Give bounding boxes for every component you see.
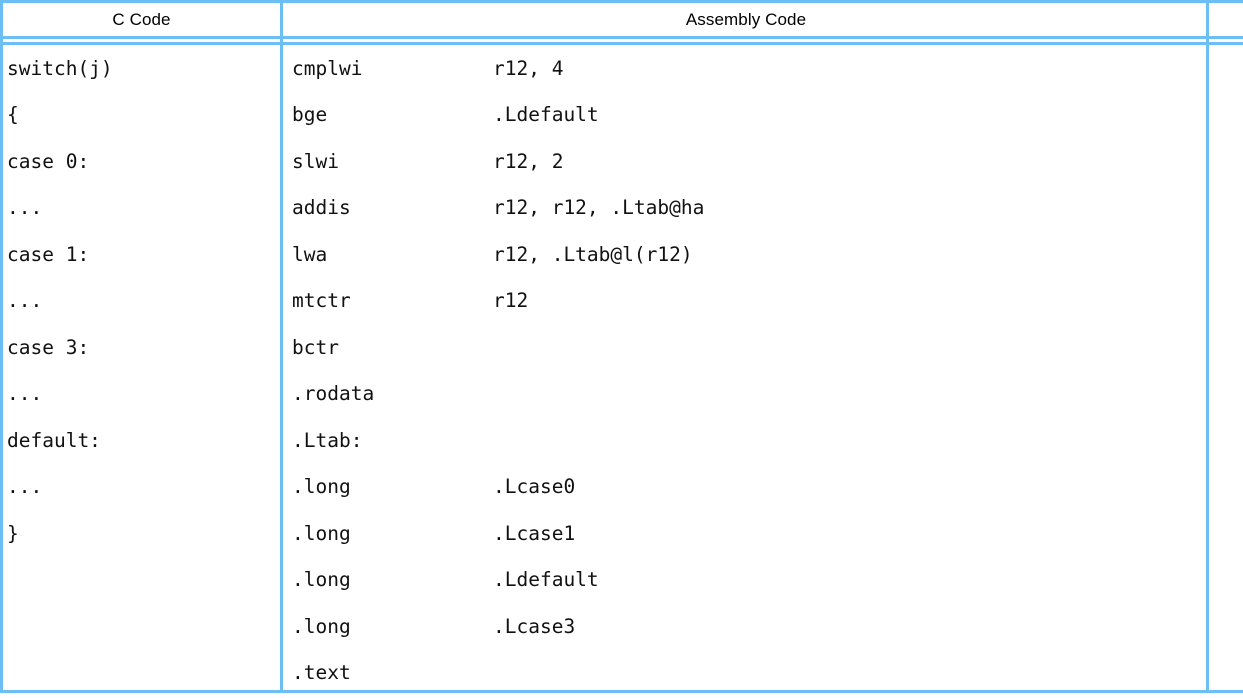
c-code-cell: ...: [7, 196, 43, 219]
c-code-cell: case 1:: [7, 242, 90, 266]
assembly-mnemonic: mtctr: [292, 289, 351, 312]
c-code-cell: {: [7, 103, 19, 126]
header-separator-line-lower: [0, 42, 1243, 45]
assembly-mnemonic: bctr: [292, 335, 339, 359]
assembly-mnemonic: .long: [292, 614, 351, 638]
assembly-mnemonic: .long: [292, 475, 351, 498]
c-code-cell: ...: [7, 475, 43, 498]
assembly-code-cell: lwa r12, .Ltab@l(r12): [283, 242, 1209, 266]
assembly-operand: r12, 2: [493, 149, 564, 173]
table-row: switch(j) cmplwi r12, 4: [0, 45, 1243, 92]
assembly-mnemonic: .rodata: [292, 382, 375, 405]
c-code-cell: case 3:: [7, 335, 90, 359]
c-code-cell: ...: [7, 289, 43, 312]
assembly-code-cell: .Ltab:: [283, 428, 1209, 452]
table-left-border: [0, 0, 3, 693]
c-code-cell: }: [7, 521, 19, 545]
table-row: case 1: lwa r12, .Ltab@l(r12): [0, 231, 1243, 278]
assembly-operand: .Lcase1: [493, 521, 576, 545]
table-row: ... .rodata: [0, 371, 1243, 418]
assembly-mnemonic: lwa: [292, 242, 328, 266]
assembly-operand: r12, 4: [493, 56, 564, 80]
c-code-cell: case 0:: [7, 149, 90, 173]
assembly-operand: .Lcase0: [493, 475, 576, 498]
assembly-operand: r12, r12, .Ltab@ha: [493, 196, 705, 219]
assembly-code-cell: .text: [283, 663, 1209, 683]
assembly-mnemonic: .text: [292, 661, 351, 684]
table-row: case 3: bctr: [0, 324, 1243, 371]
table-row: case 0: slwi r12, 2: [0, 138, 1243, 185]
assembly-mnemonic: .long: [292, 568, 351, 591]
assembly-mnemonic: bge: [292, 103, 328, 126]
table-column-divider: [280, 0, 283, 693]
assembly-code-cell: mtctr r12: [283, 291, 1209, 311]
assembly-code-cell: .long .Lcase0: [283, 477, 1209, 497]
table-row: default: .Ltab:: [0, 417, 1243, 464]
assembly-operand: .Lcase3: [493, 614, 576, 638]
assembly-mnemonic: .Ltab:: [292, 428, 363, 452]
header-separator-line-upper: [0, 36, 1243, 39]
table-row: } .long .Lcase1: [0, 510, 1243, 557]
assembly-mnemonic: addis: [292, 196, 351, 219]
table-row: ... mtctr r12: [0, 278, 1243, 325]
c-code-cell: default:: [7, 428, 101, 452]
assembly-code-cell: bctr: [283, 335, 1209, 359]
c-code-cell: ...: [7, 382, 43, 405]
assembly-operand: .Ldefault: [493, 568, 599, 591]
assembly-mnemonic: .long: [292, 521, 351, 545]
assembly-code-cell: slwi r12, 2: [283, 149, 1209, 173]
assembly-code-cell: addis r12, r12, .Ltab@ha: [283, 198, 1209, 218]
assembly-code-cell: .long .Lcase3: [283, 614, 1209, 638]
assembly-code-cell: .rodata: [283, 384, 1209, 404]
assembly-operand: r12: [493, 289, 529, 312]
assembly-mnemonic: slwi: [292, 149, 339, 173]
table-row: ... .long .Lcase0: [0, 464, 1243, 511]
column-header-assembly-code: Assembly Code: [685, 9, 807, 29]
assembly-code-cell: cmplwi r12, 4: [283, 56, 1209, 80]
table-row: { bge .Ldefault: [0, 92, 1243, 139]
c-code-cell: switch(j): [7, 56, 113, 80]
column-header-c-code: C Code: [112, 9, 171, 29]
table-top-border: [0, 0, 1243, 3]
assembly-operand: .Ldefault: [493, 103, 599, 126]
table-row: .long .Lcase3: [0, 603, 1243, 650]
assembly-code-cell: .long .Lcase1: [283, 521, 1209, 545]
table-row: ... addis r12, r12, .Ltab@ha: [0, 185, 1243, 232]
table-body: switch(j) cmplwi r12, 4 { bge .Ldefault case 0…: [0, 45, 1243, 690]
assembly-operand: r12, .Ltab@l(r12): [493, 242, 693, 266]
table-row: .text: [0, 650, 1243, 697]
table-header-row: C Code Assembly Code: [0, 3, 1243, 36]
table-row: .long .Ldefault: [0, 557, 1243, 604]
assembly-mnemonic: cmplwi: [292, 56, 363, 80]
table-bottom-border: [0, 690, 1243, 693]
table-right-border: [1206, 0, 1209, 693]
assembly-code-cell: bge .Ldefault: [283, 105, 1209, 125]
assembly-code-cell: .long .Ldefault: [283, 570, 1209, 590]
